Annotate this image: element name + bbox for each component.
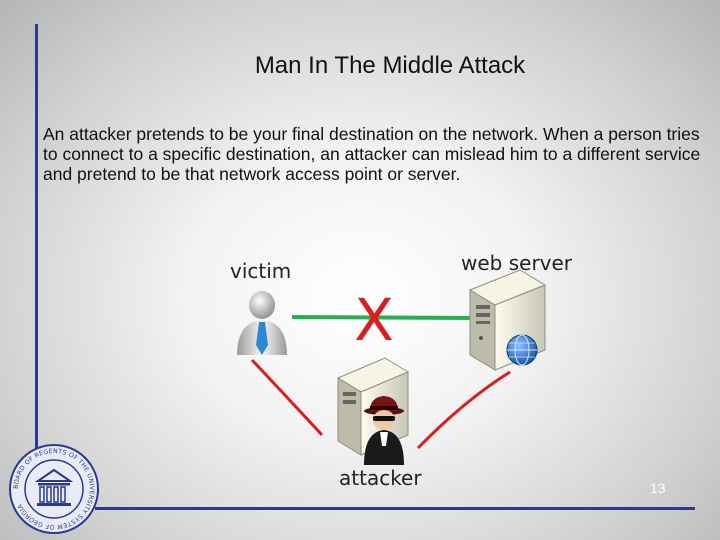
victim-label: victim [230, 259, 292, 283]
attacker-server-icon [336, 357, 410, 456]
attacker-to-server-path [416, 370, 511, 450]
university-seal-logo: BOARD OF REGENTS OF THE UNIVERSITY SYSTE… [9, 444, 99, 534]
spy-icon [364, 396, 404, 465]
victim-to-attacker-path [250, 358, 324, 437]
blocked-x-marker: X [354, 286, 394, 354]
person-icon [237, 291, 287, 355]
bottom-accent-rule [95, 507, 695, 510]
slide-title: Man In The Middle Attack [254, 52, 526, 79]
slide-body-text: An attacker pretends to be your final de… [43, 124, 701, 184]
page-number: 13 [650, 480, 666, 496]
direct-link [291, 315, 479, 320]
web-server-label: web server [461, 251, 573, 275]
globe-icon [506, 334, 538, 366]
left-accent-rule [35, 24, 38, 454]
attacker-label: attacker [339, 466, 422, 490]
